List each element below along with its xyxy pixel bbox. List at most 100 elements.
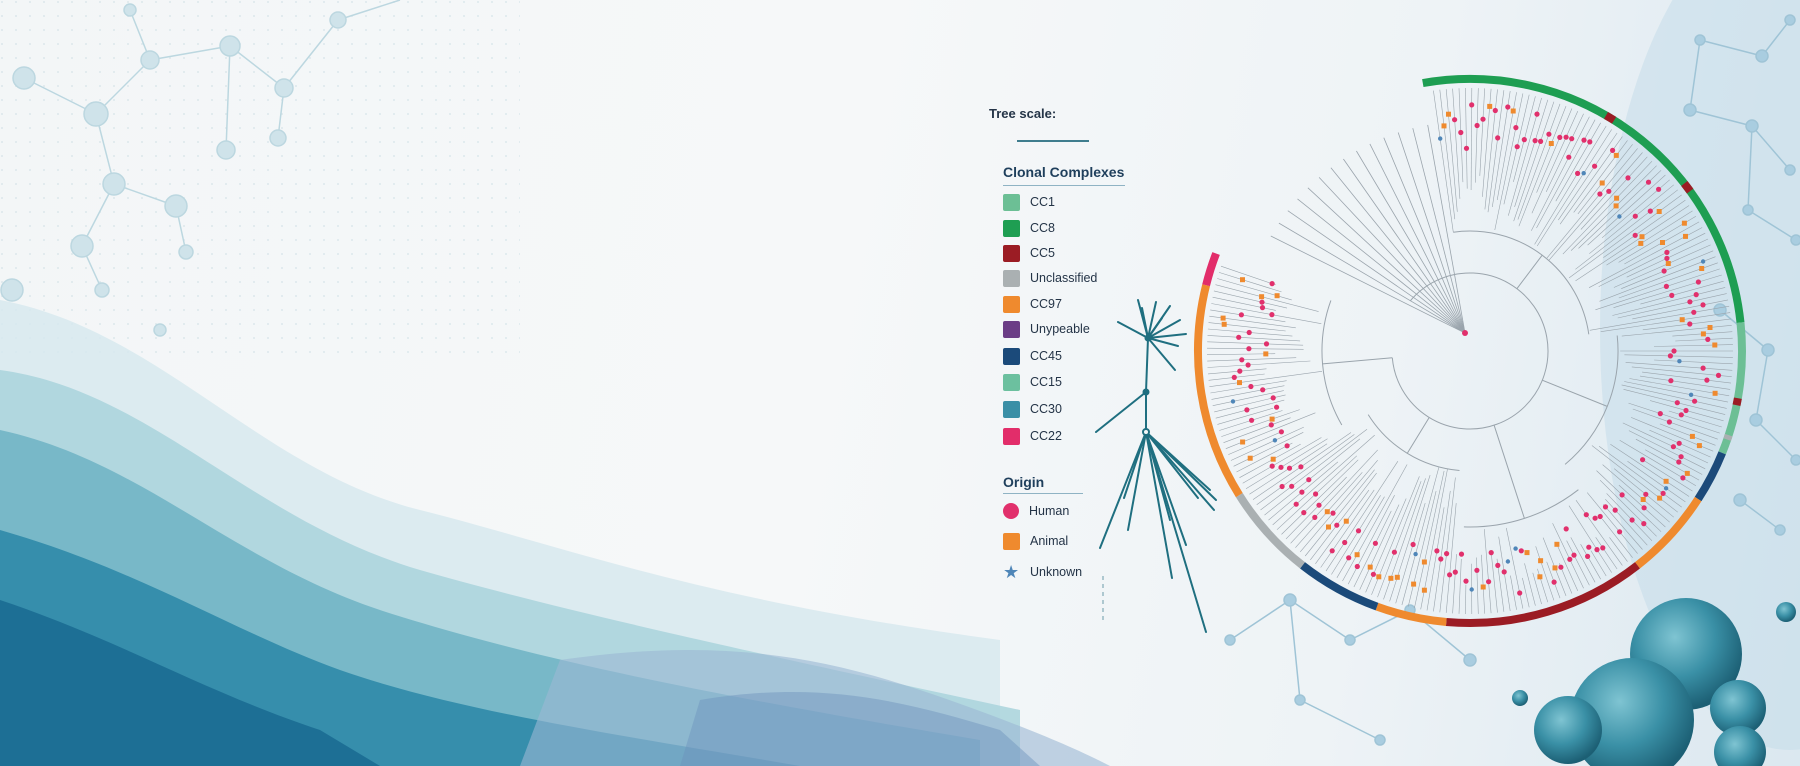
tip-human-marker	[1656, 186, 1662, 192]
tip-animal-marker	[1638, 240, 1644, 246]
tree-branch	[1618, 484, 1666, 528]
tree-branch	[1342, 464, 1408, 582]
tip-human-marker	[1597, 191, 1603, 197]
tip-human-marker	[1592, 515, 1598, 521]
wave-decoration	[0, 300, 1110, 766]
tree-branch	[1545, 113, 1584, 193]
tip-animal-marker	[1712, 342, 1718, 348]
tip-animal-marker	[1274, 293, 1280, 299]
tree-branch	[1465, 584, 1467, 615]
tip-human-marker	[1521, 137, 1527, 143]
tree-branch	[1605, 498, 1648, 546]
tip-human-marker	[1691, 309, 1697, 315]
tip-human-marker	[1237, 368, 1243, 374]
tip-animal-marker	[1259, 294, 1265, 300]
tip-animal-marker	[1354, 552, 1360, 558]
tip-human-marker	[1571, 552, 1577, 558]
tip-human-marker	[1260, 387, 1266, 393]
tip-human-marker	[1245, 362, 1251, 368]
tree-branch	[1207, 335, 1301, 342]
legend-label: Animal	[1030, 534, 1069, 548]
tip-animal-marker	[1487, 103, 1493, 109]
tip-human-marker	[1663, 283, 1669, 289]
tip-human-marker	[1583, 512, 1589, 518]
tip-human-marker	[1372, 540, 1378, 546]
tree-branch	[1463, 489, 1579, 528]
tree-branch	[1452, 554, 1457, 614]
tree-branch	[1645, 449, 1700, 481]
tip-human-marker	[1674, 400, 1680, 406]
tip-human-marker	[1518, 548, 1524, 554]
tip-human-marker	[1438, 556, 1444, 562]
tree-branch	[1503, 94, 1530, 205]
tree-branch	[1621, 384, 1727, 409]
tree-branch	[1548, 152, 1643, 261]
tip-human-marker	[1248, 383, 1254, 390]
tree-branch	[1218, 272, 1282, 293]
tip-human-marker	[1270, 395, 1276, 401]
tree-branch	[1575, 205, 1690, 282]
legend-item-cc45: CC45	[1003, 346, 1062, 366]
tree-branch	[1207, 357, 1297, 362]
tip-human-marker	[1268, 422, 1274, 428]
clade-ring-segment	[1202, 252, 1220, 287]
tree-branch	[1406, 417, 1430, 454]
tip-human-marker	[1334, 522, 1340, 528]
tree-branch	[1343, 158, 1466, 334]
tree-branch	[1212, 390, 1284, 406]
tip-human-marker	[1480, 116, 1486, 122]
tip-human-marker	[1313, 491, 1319, 497]
legend-item-cc97: CC97	[1003, 294, 1062, 314]
clade-ring-segment	[1723, 433, 1733, 441]
tree-branch	[1439, 477, 1456, 613]
legend-swatch	[1003, 373, 1020, 391]
tip-human-marker	[1463, 145, 1470, 151]
tip-human-marker	[1505, 104, 1511, 110]
legend-label: CC1	[1030, 195, 1056, 209]
tip-unknown-marker	[1469, 587, 1474, 592]
star-icon: ★	[1003, 562, 1020, 582]
tip-human-marker	[1660, 490, 1666, 496]
tip-animal-marker	[1367, 564, 1373, 570]
legend-label: CC45	[1030, 349, 1062, 363]
tree-branch	[1307, 187, 1466, 334]
tip-animal-marker	[1247, 455, 1253, 461]
tip-human-marker	[1563, 526, 1569, 532]
clade-ring-segment	[1235, 492, 1305, 569]
tree-branch	[1580, 156, 1648, 230]
tip-animal-marker	[1394, 574, 1400, 580]
tip-human-marker	[1619, 492, 1625, 498]
tree-branch	[1383, 478, 1426, 600]
tip-human-marker	[1695, 279, 1701, 285]
legend-swatch	[1003, 244, 1020, 262]
tip-human-marker	[1692, 398, 1698, 404]
tip-human-marker	[1586, 544, 1592, 550]
tip-human-marker	[1488, 550, 1494, 556]
tip-human-marker	[1391, 549, 1397, 555]
tip-human-marker	[1244, 407, 1250, 413]
legend-swatch	[1003, 347, 1020, 365]
tree-branch	[1535, 546, 1555, 601]
tip-unknown-marker	[1438, 136, 1443, 141]
tree-branch	[1642, 371, 1732, 384]
tree-branch	[1510, 575, 1517, 610]
tip-human-marker	[1284, 443, 1290, 449]
bacteria-cells	[1512, 598, 1796, 766]
tip-human-marker	[1486, 579, 1492, 585]
tip-human-marker	[1687, 321, 1693, 327]
tree-branch	[1401, 467, 1440, 606]
tip-human-marker	[1298, 464, 1304, 470]
tip-animal-marker	[1538, 558, 1544, 564]
tree-branch	[1546, 148, 1638, 259]
tree-branch	[1575, 500, 1623, 566]
tip-unknown-marker	[1688, 392, 1694, 397]
tree-branch	[1412, 128, 1466, 334]
tree-branch	[1426, 507, 1445, 611]
legend-label: CC97	[1030, 297, 1062, 311]
tree-branch	[1207, 360, 1311, 368]
tip-human-marker	[1606, 188, 1612, 194]
tip-human-marker	[1700, 302, 1706, 308]
tree-branch	[1452, 88, 1461, 199]
tree-branch	[1524, 563, 1536, 606]
tree-scale-bar	[1017, 140, 1089, 142]
